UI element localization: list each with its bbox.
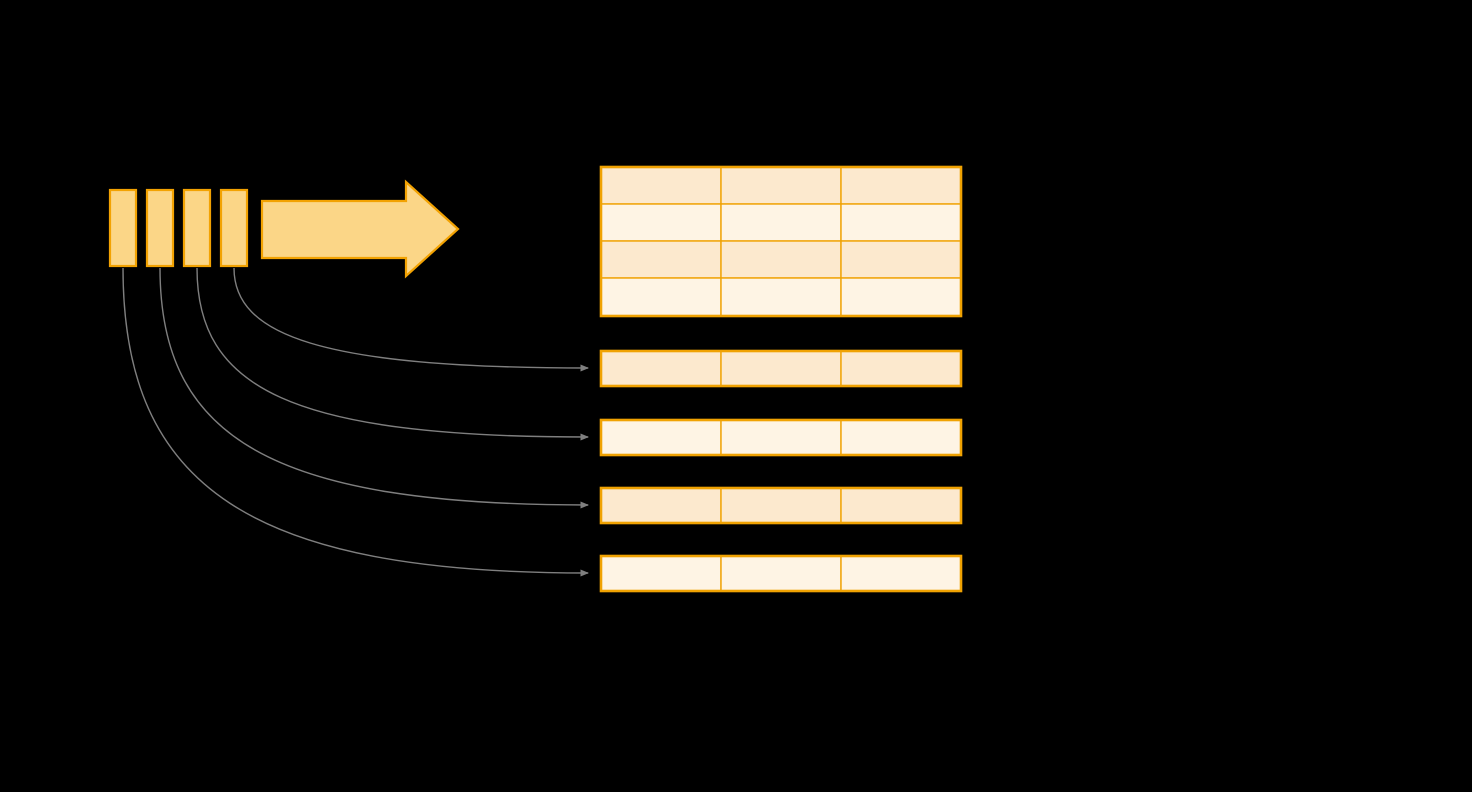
table-cell	[600, 487, 722, 524]
connector-bar2-to-row3	[159, 267, 589, 509]
connector-bar3-to-row2	[196, 267, 589, 441]
table-cell	[600, 240, 722, 279]
table-cell	[720, 419, 842, 456]
table-cell	[840, 203, 962, 242]
table-cell	[600, 277, 722, 317]
source-bar-3	[182, 188, 212, 268]
table-cell	[600, 350, 722, 387]
source-bar-2	[145, 188, 175, 268]
connectors	[122, 267, 589, 577]
row-table-outline	[599, 349, 963, 388]
table-cell	[840, 277, 962, 317]
source-bar-1	[108, 188, 138, 268]
row-table-outline	[599, 418, 963, 457]
table-cell	[600, 203, 722, 242]
table-cell	[720, 555, 842, 592]
row-table-outline	[599, 554, 963, 593]
table-cell	[600, 555, 722, 592]
row-table-3	[599, 486, 963, 525]
table-cell	[840, 350, 962, 387]
table-cell	[840, 240, 962, 279]
table-cell	[840, 166, 962, 205]
table-cell	[840, 419, 962, 456]
row-table-4	[599, 554, 963, 593]
table-cell	[720, 166, 842, 205]
table-cell	[720, 277, 842, 317]
flow-arrow-icon	[260, 179, 460, 279]
row-table-1	[599, 349, 963, 388]
main-table	[599, 165, 963, 318]
connector-bar4-to-row1	[233, 267, 589, 372]
table-cell	[720, 350, 842, 387]
table-cell	[600, 166, 722, 205]
table-cell	[720, 203, 842, 242]
connector-bar1-to-row4	[122, 267, 589, 577]
main-table-outline	[599, 165, 963, 318]
table-cell	[840, 487, 962, 524]
source-bars	[108, 188, 249, 268]
row-table-outline	[599, 486, 963, 525]
table-cell	[600, 419, 722, 456]
source-bar-4	[219, 188, 249, 268]
table-cell	[720, 240, 842, 279]
table-cell	[720, 487, 842, 524]
row-table-2	[599, 418, 963, 457]
table-cell	[840, 555, 962, 592]
